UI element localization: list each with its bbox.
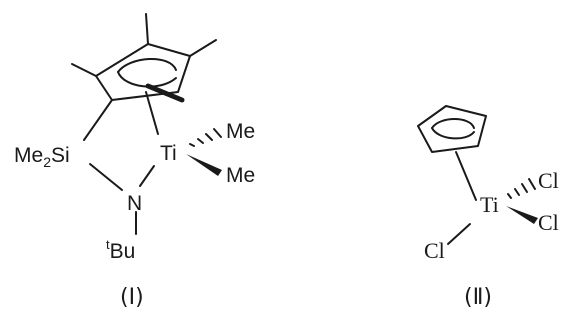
bond-si-n	[89, 163, 123, 191]
cl-lower-right-label: Cl	[538, 210, 559, 235]
bond-cp-ti	[455, 151, 477, 201]
hashed-bond-ti-cl-upper	[507, 178, 536, 199]
bonds-2	[447, 151, 538, 245]
bond-ti-n	[139, 165, 155, 187]
caption-1: (Ⅰ)	[120, 285, 144, 310]
cp-ring-2	[417, 105, 487, 153]
bond-ti-cl-left	[447, 223, 471, 245]
cl-upper-right-label: Cl	[538, 168, 559, 193]
hashed-bond-ti-me-upper	[189, 128, 222, 147]
cl-left-label: Cl	[424, 238, 445, 263]
si-label: Me2Si	[14, 144, 70, 170]
bonds-1	[83, 91, 222, 235]
me-lower-label: Me	[226, 164, 255, 187]
structure-1: Me2Si Ti Me Me N tBu (Ⅰ)	[14, 13, 255, 310]
cp-star-ring-1	[71, 13, 217, 103]
bond-ring-ti	[145, 91, 159, 135]
tbu-label: tBu	[106, 237, 135, 263]
caption-2: (Ⅱ)	[464, 285, 492, 310]
me-upper-label: Me	[226, 120, 255, 143]
ti-label-1: Ti	[160, 142, 177, 165]
wedge-bond-ti-cl-lower	[506, 206, 538, 224]
bond-ring-si	[83, 99, 113, 141]
structure-2: Ti Cl Cl Cl (Ⅱ)	[417, 105, 559, 310]
n-label: N	[127, 192, 142, 215]
wedge-bond-ti-me-lower	[186, 154, 222, 176]
ti-label-2: Ti	[480, 192, 499, 217]
